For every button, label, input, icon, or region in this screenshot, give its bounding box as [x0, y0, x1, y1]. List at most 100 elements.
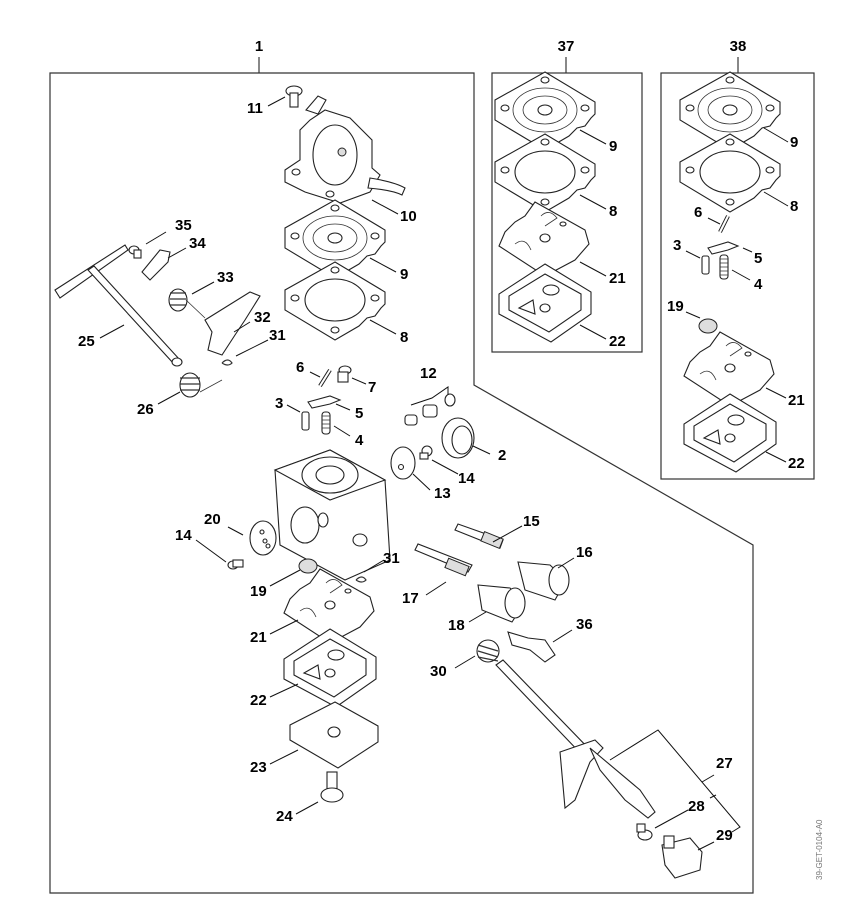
part-19-screen[interactable]: [298, 558, 318, 574]
part-6-pin[interactable]: [318, 368, 332, 388]
callout-24: 24: [276, 808, 293, 825]
part-36-screw[interactable]: [507, 631, 556, 663]
callout-33: 33: [217, 269, 234, 286]
callout-4: 4: [355, 432, 364, 449]
callout-23: 23: [250, 759, 267, 776]
part-24-screw[interactable]: [320, 771, 344, 803]
callout-2: 2: [498, 447, 506, 464]
part-15-needle[interactable]: [454, 523, 504, 550]
part-2-ring[interactable]: [441, 417, 475, 459]
part-7-screw[interactable]: [337, 365, 352, 383]
part-5-lever[interactable]: [307, 395, 342, 409]
kit37-part-22[interactable]: [498, 263, 592, 343]
kit38-callout-6: 6: [694, 204, 702, 221]
callout-31: 31: [269, 327, 286, 344]
bracket-27: [609, 729, 741, 833]
callout-10: 10: [400, 208, 417, 225]
callout-29: 29: [716, 827, 733, 844]
part-32-lever[interactable]: [204, 291, 261, 356]
part-13-plate[interactable]: [390, 446, 416, 480]
kit38-callout-22: 22: [788, 455, 805, 472]
kit38-callout-19: 19: [667, 298, 684, 315]
part-18-cap[interactable]: [477, 584, 526, 623]
callout-1: 1: [255, 38, 263, 55]
callout-17: 17: [402, 590, 419, 607]
kit38-part-4-spring[interactable]: [719, 254, 729, 280]
kit37-part-8[interactable]: [494, 133, 596, 213]
callout-6: 6: [296, 359, 304, 376]
callout-32: 32: [254, 309, 271, 326]
part-carburetor-body: [273, 449, 391, 581]
part-20-plate[interactable]: [249, 520, 277, 556]
reference-code: 39-GET-0104-A0: [815, 819, 824, 880]
part-23-cover[interactable]: [289, 701, 379, 769]
kit38-part-19-screen[interactable]: [698, 318, 718, 334]
kit38-callout-4: 4: [754, 276, 763, 293]
callout-35: 35: [175, 217, 192, 234]
part-31-clip-lower[interactable]: [355, 576, 367, 583]
callout-36: 36: [576, 616, 593, 633]
part-35-screw[interactable]: [128, 245, 142, 259]
part-14-screw-upper[interactable]: [419, 445, 433, 460]
callout-26: 26: [137, 401, 154, 418]
callout-12: 12: [420, 365, 437, 382]
kit37-callout-8: 8: [609, 203, 617, 220]
part-14-screw-lower[interactable]: [227, 559, 244, 570]
callout-8: 8: [400, 329, 408, 346]
part-4-spring[interactable]: [321, 411, 331, 435]
part-12-set[interactable]: [404, 386, 456, 426]
callout-30: 30: [430, 663, 447, 680]
part-17-needle[interactable]: [414, 543, 473, 577]
callout-37: 37: [558, 38, 575, 55]
part-26-spring[interactable]: [179, 372, 223, 398]
kit38-part-3-needle[interactable]: [701, 255, 710, 275]
kit37-callout-22: 22: [609, 333, 626, 350]
callout-19: 19: [250, 583, 267, 600]
callout-31-lower: 31: [383, 550, 400, 567]
kit38-part-22[interactable]: [683, 393, 777, 473]
callout-20: 20: [204, 511, 221, 528]
part-10-pump-cover[interactable]: [284, 95, 406, 204]
kit38-part-8[interactable]: [679, 133, 781, 213]
kit37-callout-21: 21: [609, 270, 626, 287]
callout-18: 18: [448, 617, 465, 634]
part-30-spring[interactable]: [476, 639, 500, 663]
callout-5: 5: [355, 405, 363, 422]
callout-14: 14: [458, 470, 475, 487]
part-11-screw[interactable]: [285, 85, 303, 108]
part-8-gasket[interactable]: [284, 261, 386, 341]
main-assembly-frame: [49, 57, 754, 894]
part-16-cap[interactable]: [517, 561, 570, 601]
callout-13: 13: [434, 485, 451, 502]
callout-9: 9: [400, 266, 408, 283]
kit37-callout-9: 9: [609, 138, 617, 155]
callout-11: 11: [247, 100, 263, 117]
part-29-cap[interactable]: [661, 835, 703, 879]
kit-38-frame: [660, 57, 815, 480]
callout-14-lower: 14: [175, 527, 192, 544]
kit38-callout-8: 8: [790, 198, 798, 215]
kit38-callout-3: 3: [673, 237, 681, 254]
part-34-lever[interactable]: [141, 249, 171, 281]
part-33-spring[interactable]: [168, 288, 206, 319]
callout-38: 38: [730, 38, 747, 55]
kit38-part-6-pin[interactable]: [718, 215, 730, 233]
part-28-screw[interactable]: [636, 823, 653, 841]
callout-22: 22: [250, 692, 267, 709]
part-22-gasket[interactable]: [283, 628, 377, 708]
part-throttle-shaft: [495, 659, 656, 819]
leader-lines: [99, 96, 789, 851]
kit-37-frame: [491, 57, 643, 353]
callout-21: 21: [250, 629, 267, 646]
callout-7: 7: [368, 379, 376, 396]
part-31-clip[interactable]: [221, 359, 233, 366]
kit38-callout-21: 21: [788, 392, 805, 409]
kit38-callout-9: 9: [790, 134, 798, 151]
kit38-part-5-lever[interactable]: [707, 241, 740, 255]
part-25-shaft[interactable]: [54, 244, 183, 367]
callout-34: 34: [189, 235, 206, 252]
part-3-needle[interactable]: [301, 411, 310, 431]
callout-3: 3: [275, 395, 283, 412]
callout-15: 15: [523, 513, 540, 530]
